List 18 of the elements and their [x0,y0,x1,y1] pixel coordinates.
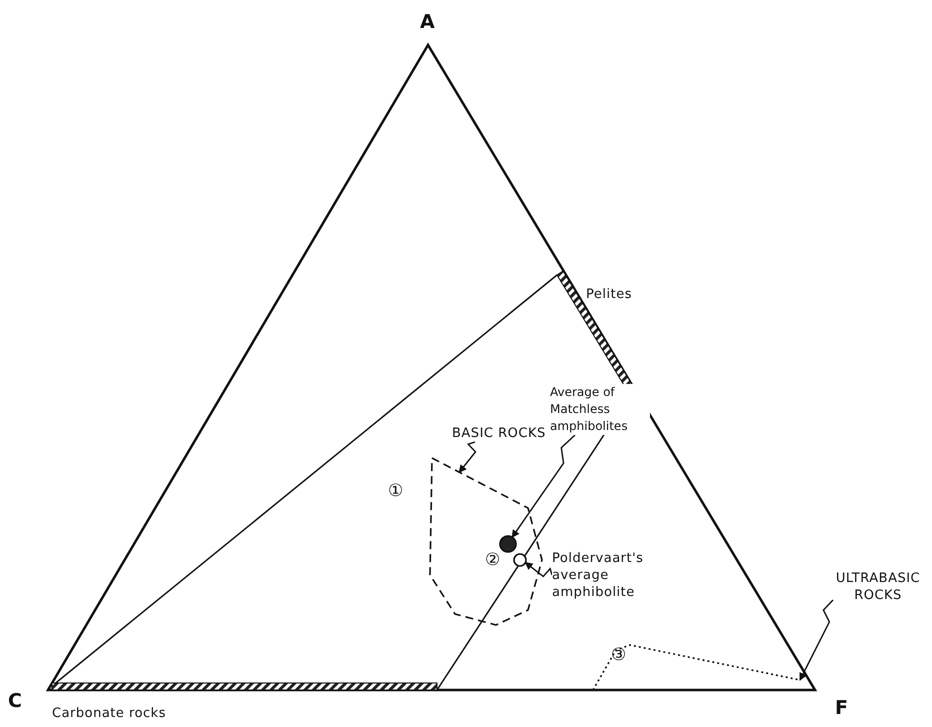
leader-line [458,441,476,473]
leader-line [799,600,834,681]
vertex-label: A [420,14,436,31]
field-number: ① [388,483,404,500]
annotation-text: ULTRABASIC ROCKS [833,570,923,604]
vertex-label: F [835,700,848,717]
field-number: ③ [611,647,627,664]
field-number: ② [485,552,501,569]
vertex-label: C [8,693,22,710]
data-point-circle [512,552,528,568]
basic-rocks-field [428,456,544,627]
annotation-text: Average of Matchless amphibolites [550,384,650,435]
annotation-text: BASIC ROCKS [452,425,546,442]
region-label: Pelites [586,286,632,303]
data-point-dot [498,534,518,554]
leader-line [524,562,553,578]
region-label: Carbonate rocks [52,705,166,722]
leader-line [512,434,576,538]
